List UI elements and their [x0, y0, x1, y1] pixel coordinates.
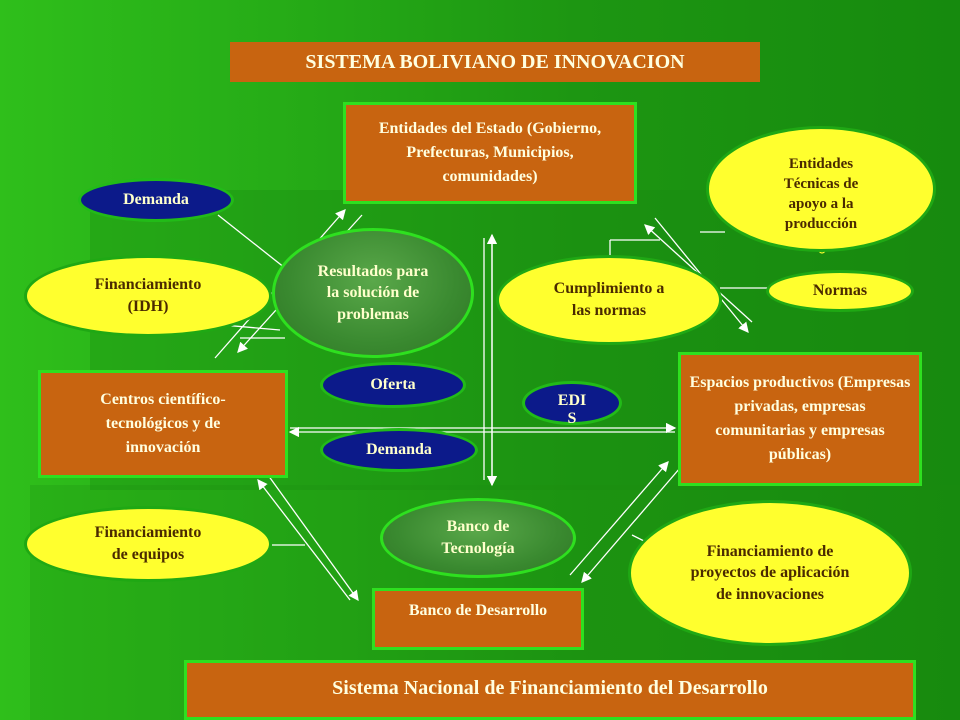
entidades-tecnicas-ellipse: Entidades Técnicas de apoyo a la producc… — [706, 126, 936, 252]
resultados-ellipse: Resultados para la solución de problemas — [272, 228, 474, 358]
banco-desarrollo-box: Banco de Desarrollo — [372, 588, 584, 650]
financiamiento-equipos-ellipse: Financiamiento de equipos — [24, 506, 272, 582]
entidades-estado-box: Entidades del Estado (Gobierno, Prefectu… — [343, 102, 637, 204]
centros-box: Centros científico-tecnológicos y de inn… — [38, 370, 288, 478]
financiamiento-proyectos-ellipse: Financiamiento de proyectos de aplicació… — [628, 500, 912, 646]
banco-tecnologia-ellipse: Banco de Tecnología — [380, 498, 576, 578]
normas-ellipse: Normas — [766, 270, 914, 312]
oferta-ellipse: Oferta — [320, 362, 466, 408]
footer-banner: Sistema Nacional de Financiamiento del D… — [184, 660, 916, 720]
demanda-top-ellipse: Demanda — [78, 178, 234, 222]
demanda-mid-ellipse: Demanda — [320, 428, 478, 472]
page-title: SISTEMA BOLIVIANO DE INNOVACION — [230, 42, 760, 82]
espacios-productivos-box: Espacios productivos (Empresas privadas,… — [678, 352, 922, 486]
edis-ellipse: EDIS — [522, 381, 622, 427]
financiamiento-idh-ellipse: Financiamiento (IDH) — [24, 255, 272, 337]
cumplimiento-ellipse: Cumplimiento a las normas — [496, 255, 722, 345]
